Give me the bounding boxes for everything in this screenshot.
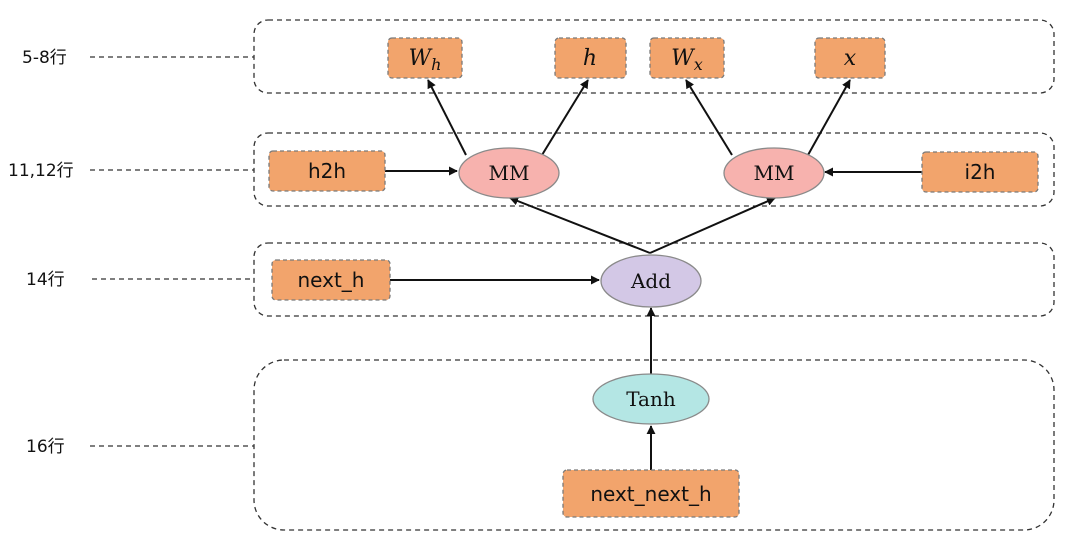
row-label-group-1: 5-8行 xyxy=(22,48,254,68)
variable-h: h xyxy=(554,37,627,79)
variable-w-x: Wx xyxy=(649,37,725,79)
edge-add-to-mm-left xyxy=(509,196,651,254)
group-box-line-16 xyxy=(253,359,1055,531)
node-mm-left: MM xyxy=(458,147,560,199)
variable-next-next-h: next_next_h xyxy=(562,469,740,518)
row-label-group-3: 14行 xyxy=(26,270,254,290)
variable-w-h: Wh xyxy=(387,37,463,79)
node-mm-right: MM xyxy=(723,147,825,199)
w-h-base: W xyxy=(409,46,434,71)
edge-mm-right-to-x xyxy=(807,79,851,156)
i2h-label: i2h xyxy=(965,160,996,184)
svg-text:Wh: Wh xyxy=(409,46,442,74)
group-box-lines-5-8 xyxy=(253,19,1055,94)
next-next-h-label: next_next_h xyxy=(590,482,711,506)
variable-i2h: i2h xyxy=(921,151,1039,193)
row-label-group-2: 11,12行 xyxy=(8,161,254,181)
row-label-lines-5-8: 5-8行 xyxy=(22,48,67,68)
group-box-lines-11-12 xyxy=(253,132,1055,207)
variable-next-h: next_h xyxy=(271,259,391,301)
node-add: Add xyxy=(600,254,702,308)
next-h-label: next_h xyxy=(298,268,365,292)
row-label-line-16: 16行 xyxy=(26,437,65,457)
w-h-subscript: h xyxy=(431,55,441,74)
tanh-label: Tanh xyxy=(626,387,676,411)
h2h-label: h2h xyxy=(308,159,346,183)
h-label: h xyxy=(583,46,597,71)
edge-mm-right-to-wx xyxy=(685,79,733,156)
row-label-group-4: 16行 xyxy=(26,437,254,457)
mm-left-label: MM xyxy=(489,161,530,185)
edge-mm-left-to-wh xyxy=(427,79,467,156)
w-x-base: W xyxy=(671,46,696,71)
row-label-lines-11-12: 11,12行 xyxy=(8,161,74,181)
w-x-subscript: x xyxy=(694,55,703,74)
edge-add-to-mm-right xyxy=(649,197,776,254)
node-tanh: Tanh xyxy=(592,373,710,425)
mm-right-label: MM xyxy=(754,161,795,185)
variable-x: x xyxy=(814,37,886,79)
x-label: x xyxy=(844,46,857,71)
svg-text:Wx: Wx xyxy=(671,46,703,74)
add-label: Add xyxy=(630,269,671,293)
edge-mm-left-to-h xyxy=(541,79,589,156)
variable-h2h: h2h xyxy=(268,150,386,192)
row-label-line-14: 14行 xyxy=(26,270,65,290)
